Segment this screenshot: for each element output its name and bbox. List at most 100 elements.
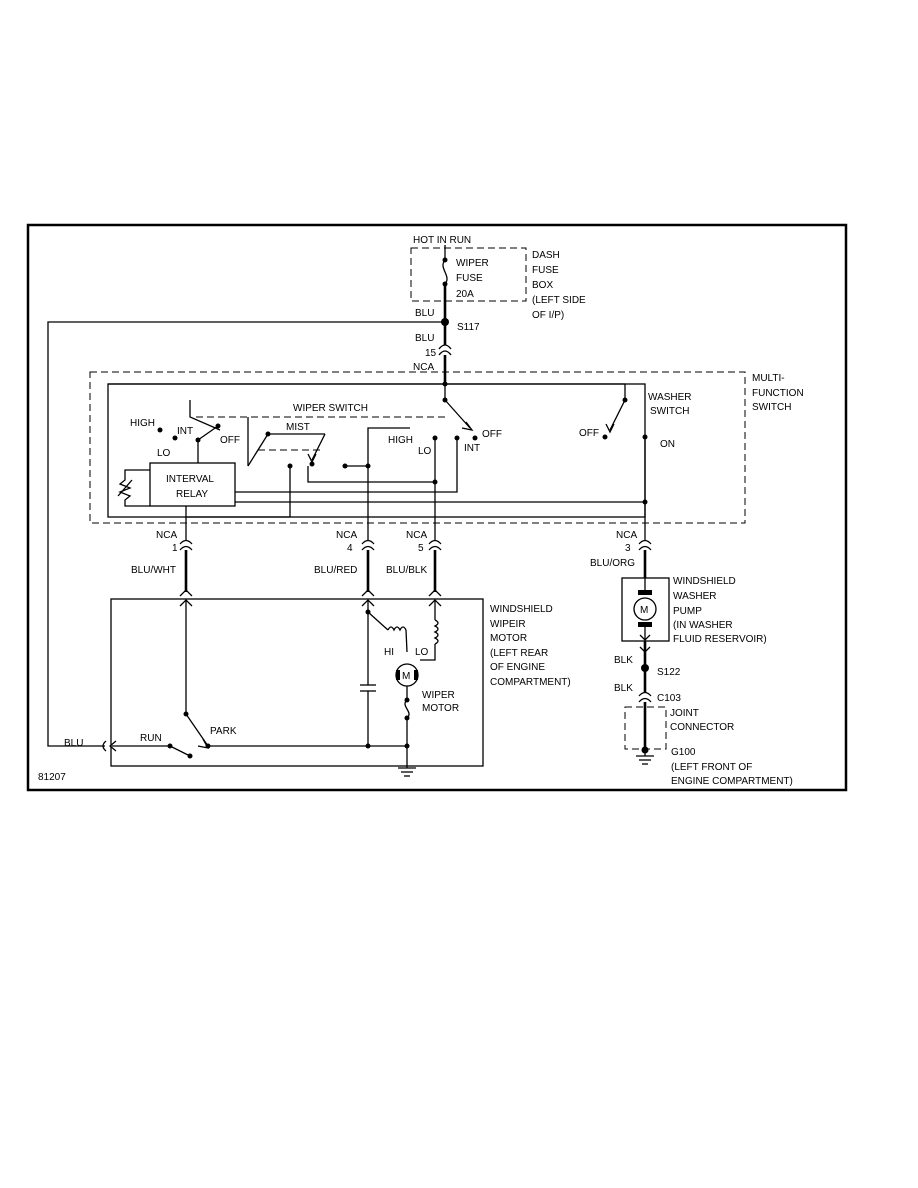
label-dash-fuse-5: OF I/P) [532,310,564,321]
label-motor-5: OF ENGINE [490,662,545,673]
label-blu-top: BLU [415,308,434,319]
label-g100-3: ENGINE COMPARTMENT) [671,776,793,787]
label-blu-red: BLU/RED [314,565,357,576]
label-joint-1: JOINT [670,708,699,719]
label-washer-switch-1: WASHER [648,392,692,403]
label-pump-5: FLUID RESERVOIR) [673,634,767,645]
label-dash-fuse-4: (LEFT SIDE [532,295,586,306]
label-nca-4: NCA [336,530,357,541]
label-park: PARK [210,726,237,737]
connector-15 [438,344,452,356]
label-pin-15: 15 [425,348,437,359]
label-g100-2: (LEFT FRONT OF [671,762,752,773]
label-mfs-2: FUNCTION [752,388,804,399]
label-wiper-switch: WIPER SWITCH [293,403,368,414]
label-motor-4: (LEFT REAR [490,648,548,659]
washer-pump-symbol [633,578,657,641]
washer-switch [602,384,648,517]
label-dash-fuse-2: FUSE [532,265,559,276]
label-high-mid: HIGH [388,435,413,446]
label-wiper-fuse-3: 20A [456,289,474,300]
label-s122: S122 [657,667,681,678]
label-pin-5: 5 [418,543,424,554]
label-motor-6: COMPARTMENT) [490,677,571,688]
connector-5 [428,539,442,551]
label-fig-number: 81207 [38,772,66,783]
joint-splice [641,746,649,754]
label-relay-2: RELAY [176,489,208,500]
s122-splice [641,664,649,672]
label-mfs-3: SWITCH [752,402,791,413]
label-wiper-fuse-1: WIPER [456,258,489,269]
motor-ground-icon [398,766,416,777]
label-lo-left: LO [157,448,171,459]
label-relay-1: INTERVAL [166,474,214,485]
label-pin-4: 4 [347,543,353,554]
label-mfs-1: MULTI- [752,373,785,384]
label-hot-in-run: HOT IN RUN [413,235,471,246]
label-lo-mid: LO [418,446,432,457]
connector-c103 [638,691,652,703]
label-s117: S117 [457,322,480,333]
connector-4 [361,539,375,551]
label-off-mid: OFF [482,429,502,440]
label-mist: MIST [286,422,310,433]
mist-switch [247,417,438,517]
label-nca-5: NCA [406,530,427,541]
park-switch [102,600,407,759]
wiper-motor-symbol [395,663,419,766]
label-off-left: OFF [220,435,240,446]
label-wiper-motor-2: MOTOR [422,703,459,714]
label-int-left: INT [177,426,193,437]
label-blk-2: BLK [614,683,633,694]
label-wiper-motor-1: WIPER [422,690,455,701]
label-blu-left: BLU [64,738,83,749]
g100-ground-icon [636,752,654,765]
connector-1 [179,539,193,551]
label-washer-on: ON [660,439,675,450]
dash-fuse-box-outline [410,247,527,302]
label-nca-3: NCA [616,530,637,541]
label-motor-1: WINDSHIELD [490,604,553,615]
relay-resistor [117,469,150,507]
interval-relay [149,462,236,507]
label-pump-4: (IN WASHER [673,620,733,631]
label-int-mid: INT [464,443,480,454]
label-m-motor: M [402,671,410,682]
label-c103: C103 [657,693,681,704]
label-dash-fuse-1: DASH [532,250,560,261]
connector-3 [638,539,652,551]
label-pump-2: WASHER [673,591,717,602]
label-hi: HI [384,647,394,658]
wiper-speed-selector [157,400,221,463]
label-blu-blk: BLU/BLK [386,565,427,576]
label-dash-fuse-3: BOX [532,280,553,291]
multi-function-switch-outline [89,371,746,524]
wiper-motor-box [110,598,484,767]
label-lo-motor: LO [415,647,429,658]
label-blu-15: BLU [415,333,434,344]
label-m-pump: M [640,605,648,616]
wiper-fuse [442,245,448,287]
label-washer-off: OFF [579,428,599,439]
label-run: RUN [140,733,162,744]
motor-windings [360,600,439,749]
label-pump-1: WINDSHIELD [673,576,736,587]
label-blu-org: BLU/ORG [590,558,635,569]
blu-wire-left [47,321,445,747]
label-high-left: HIGH [130,418,155,429]
pump-bottom-connector [639,646,651,653]
label-pin-3: 3 [625,543,631,554]
washer-bus-junction [642,499,648,505]
motor-connectors [179,589,442,607]
label-motor-3: MOTOR [490,633,527,644]
label-pin-1: 1 [172,543,178,554]
label-blu-wht: BLU/WHT [131,565,176,576]
label-blk-1: BLK [614,655,633,666]
label-motor-2: WIPEIR [490,619,526,630]
label-nca-1: NCA [156,530,177,541]
label-g100-1: G100 [671,747,696,758]
wiper-switch-main-pole [235,384,478,540]
label-nca-top: NCA [413,362,434,373]
